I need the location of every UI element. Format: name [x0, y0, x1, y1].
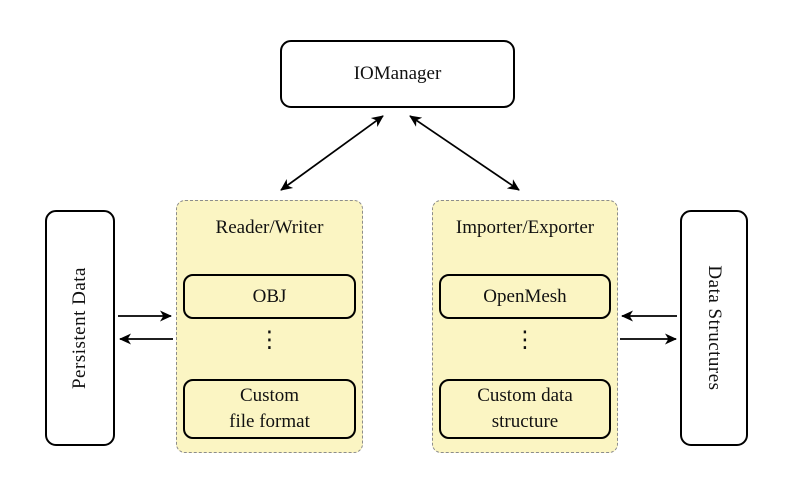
custom-data-structure-line2: structure — [491, 411, 559, 432]
custom-data-structure-line1: Custom data — [477, 385, 573, 407]
reader-writer-ellipsis: ⋮ — [258, 327, 281, 353]
custom-file-format-line1: Custom — [239, 385, 300, 407]
openmesh-label: OpenMesh — [483, 285, 567, 307]
reader-writer-group: Reader/Writer OBJ ⋮ Custom file format — [176, 200, 363, 453]
importer-exporter-ellipsis: ⋮ — [513, 327, 537, 353]
iomanager-node: IOManager — [280, 40, 515, 108]
persistent-data-node: Persistent Data — [45, 210, 115, 446]
obj-node: OBJ — [183, 274, 356, 319]
custom-file-format-node: Custom file format — [183, 379, 356, 439]
reader-writer-title: Reader/Writer — [215, 217, 324, 238]
iomanager-label: IOManager — [353, 63, 442, 84]
data-structures-label: Data Structures — [704, 265, 725, 391]
importer-exporter-group: Importer/Exporter OpenMesh ⋮ Custom data… — [432, 200, 618, 453]
arrow-iomanager-readerwriter — [280, 115, 384, 191]
custom-data-structure-node: Custom data structure — [439, 379, 611, 439]
data-structures-node: Data Structures — [680, 210, 748, 446]
obj-label: OBJ — [252, 285, 287, 307]
importer-exporter-title: Importer/Exporter — [455, 217, 595, 238]
persistent-data-label: Persistent Data — [69, 266, 90, 390]
custom-file-format-line2: file format — [229, 411, 310, 432]
arrow-iomanager-importerexporter — [409, 115, 520, 191]
openmesh-node: OpenMesh — [439, 274, 611, 319]
